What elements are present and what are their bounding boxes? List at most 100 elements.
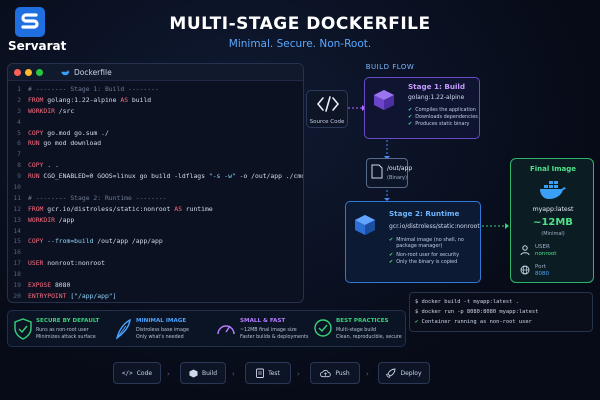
stage1-bullet: ✔Compiles the application <box>408 106 476 113</box>
final-user-value: nonroot <box>535 251 557 257</box>
code-token: gcr.io/distroless/static:nonroot <box>47 204 175 213</box>
final-size: ~12MB <box>533 217 573 228</box>
code-line: 11 # -------- Stage 2: Runtime -------- <box>8 193 303 204</box>
line-number: 10 <box>13 183 21 192</box>
final-size-note: (Minimal) <box>541 231 565 237</box>
page-subtitle: Minimal. Secure. Non-Root. <box>228 38 372 50</box>
feature-desc: ~12MB final image size <box>240 328 297 333</box>
shield-icon <box>14 318 32 340</box>
line-number: 11 <box>13 193 21 202</box>
pipeline-step-push[interactable]: Push <box>310 362 360 384</box>
terminal-panel[interactable]: $ docker build -t myapp:latest . $ docke… <box>409 292 593 332</box>
pipeline-step-deploy[interactable]: Deploy <box>378 362 430 384</box>
line-number: 19 <box>13 281 21 290</box>
stage2-bullet: ✔Non-root user for security <box>389 251 460 258</box>
feather-icon <box>115 318 131 340</box>
code-token: COPY <box>28 128 48 137</box>
stage1-bullet: ✔Produces static binary <box>408 120 470 127</box>
artifact-note: (Binary) <box>387 175 407 181</box>
source-code-node <box>306 90 348 128</box>
line-number: 15 <box>13 237 21 246</box>
build-flow-label: BUILD FLOW <box>365 63 415 71</box>
stage2-card: Stage 2: Runtime gcr.io/distroless/stati… <box>345 201 481 283</box>
pipeline-step-label: Build <box>201 369 218 377</box>
code-token: . . <box>47 161 59 170</box>
line-number: 14 <box>13 226 21 235</box>
code-line: 10 <box>8 182 303 193</box>
editor-tab-label: Dockerfile <box>74 67 112 77</box>
pipeline-step-build[interactable]: Build <box>180 362 226 384</box>
line-number: 13 <box>13 215 21 224</box>
line-number: 12 <box>13 204 21 213</box>
feature-title: SMALL & FAST <box>240 318 286 324</box>
stage2-bullets: ✔Minimal image (no shell, no package man… <box>389 237 479 265</box>
line-number: 9 <box>17 172 21 181</box>
feature-title: MINIMAL IMAGE <box>136 318 187 324</box>
close-dot[interactable] <box>14 68 21 76</box>
editor-tab[interactable]: Dockerfile <box>61 68 112 77</box>
minimize-dot[interactable] <box>25 68 32 76</box>
line-number: 7 <box>17 150 21 159</box>
code-token: go mod download <box>43 139 102 148</box>
code-icon: </> <box>121 369 133 377</box>
line-number: 4 <box>17 117 21 126</box>
final-user-label: USER <box>535 244 550 250</box>
code-token: go.mod go.sum ./ <box>47 128 109 137</box>
check-icon: ✔ <box>389 258 394 265</box>
line-number: 1 <box>17 85 21 93</box>
maximize-dot[interactable] <box>36 68 43 76</box>
code-token: /out/app /app/app <box>97 237 163 246</box>
cloud-upload-icon <box>320 369 332 377</box>
feature-desc: Minimizes attack surface <box>36 335 96 340</box>
check-icon: ✔ <box>415 319 422 325</box>
code-line: 1# -------- Stage 1: Build -------- <box>8 84 303 95</box>
code-token: ["/app/app"] <box>70 291 117 300</box>
code-token: 8080 <box>54 281 71 290</box>
stage1-bullets: ✔Compiles the application ✔Downloads dep… <box>408 106 478 127</box>
cube-icon <box>374 90 394 110</box>
pipeline-step-label: Test <box>268 369 280 377</box>
artifact-node <box>366 158 408 188</box>
terminal-result: ✔ Container running as non-root user <box>415 319 532 325</box>
file-icon <box>371 164 383 179</box>
code-token: COPY <box>28 237 48 246</box>
editor-titlebar: Dockerfile <box>8 64 303 81</box>
line-number: 5 <box>17 128 21 137</box>
check-icon: ✔ <box>408 120 413 127</box>
line-number: 17 <box>13 259 21 268</box>
code-token: nonroot:nonroot <box>47 259 105 268</box>
cube-icon <box>189 368 198 378</box>
pipeline-step-label: Deploy <box>400 369 422 377</box>
code-token: "-s -w" <box>208 172 236 181</box>
final-tag: myapp:latest <box>532 206 574 213</box>
line-number: 6 <box>17 139 21 148</box>
stage1-bullet: ✔Downloads dependencies <box>408 113 478 120</box>
servarat-logo-icon <box>15 7 45 37</box>
pipeline-arrow: › <box>167 370 170 378</box>
stage1-title: Stage 1: Build <box>408 82 466 91</box>
pipeline-arrow: › <box>297 370 300 378</box>
code-token: AS <box>120 95 132 104</box>
feature-title: SECURE BY DEFAULT <box>36 318 100 324</box>
line-number: 16 <box>13 248 21 257</box>
brand-name: Servarat <box>8 39 67 53</box>
rocket-icon <box>386 368 396 378</box>
code-token: FROM <box>28 95 48 104</box>
stage1-image: golang:1.22-alpine <box>408 94 465 101</box>
code-token: -o /out/app ./cmd/app <box>239 172 303 181</box>
code-line: 4 <box>8 117 303 128</box>
final-title: Final Image <box>529 165 577 173</box>
page-title: MULTI-STAGE DOCKERFILE <box>169 14 431 34</box>
check-icon: ✔ <box>408 113 413 120</box>
pipeline-step-label: Code <box>136 369 153 377</box>
pipeline-step-test[interactable]: Test <box>245 362 291 384</box>
code-editor-window: Dockerfile 1# -------- Stage 1: Build --… <box>7 63 304 303</box>
source-code-label: Source Code <box>309 119 345 125</box>
code-token: # -------- Stage 2: Runtime -------- <box>28 193 167 202</box>
pipeline-step-code[interactable]: </> Code <box>113 362 161 384</box>
feature-desc: Runs as non-root user <box>36 328 89 333</box>
